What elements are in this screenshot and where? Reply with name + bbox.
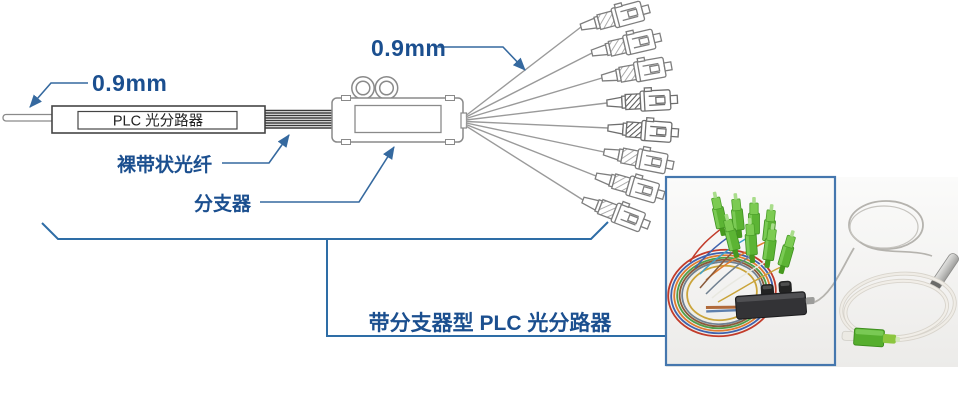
branch-module	[705, 280, 815, 320]
label-ribbon-fiber: 裸带状光纤	[117, 153, 212, 176]
colored-fiber-coil	[667, 248, 777, 338]
body-label-plate	[77, 110, 238, 130]
leader-ribbon	[222, 134, 290, 164]
sc-connector	[599, 52, 674, 89]
bare-fiber-loop	[814, 200, 933, 303]
caption-text: 带分支器型 PLC 光分路器	[369, 311, 613, 335]
sc-connector	[606, 114, 680, 144]
leader-branch	[260, 146, 395, 203]
input-pigtail	[2, 113, 55, 122]
leader-input-diameter	[29, 82, 88, 108]
leader-output-diameter	[438, 46, 526, 71]
fanout-fibers	[465, 26, 609, 201]
branch-window	[354, 104, 442, 134]
bare-ribbon-fiber	[265, 109, 333, 129]
white-fiber-coil	[839, 271, 957, 343]
branch-device	[331, 76, 468, 145]
sc-connector	[605, 85, 679, 114]
sc-connectors	[576, 0, 680, 236]
single-green-connector	[841, 327, 901, 348]
photo-highlight-border	[664, 175, 837, 367]
annotations: 0.9mm 0.9mm 裸带状光纤 分支器 带分支器型 PLC 光分路器	[29, 35, 665, 337]
sc-connector	[588, 23, 664, 64]
product-photo	[664, 175, 959, 367]
label-output-diameter: 0.9mm	[371, 35, 446, 61]
splitter-body: PLC 光分路器	[51, 105, 266, 134]
label-branch-device: 分支器	[194, 193, 252, 215]
sc-connector	[601, 138, 677, 176]
label-input-diameter: 0.9mm	[92, 70, 167, 96]
body-label: PLC 光分路器	[113, 113, 204, 130]
caption-bracket	[41, 221, 665, 337]
fan-exit-stub	[460, 112, 468, 129]
